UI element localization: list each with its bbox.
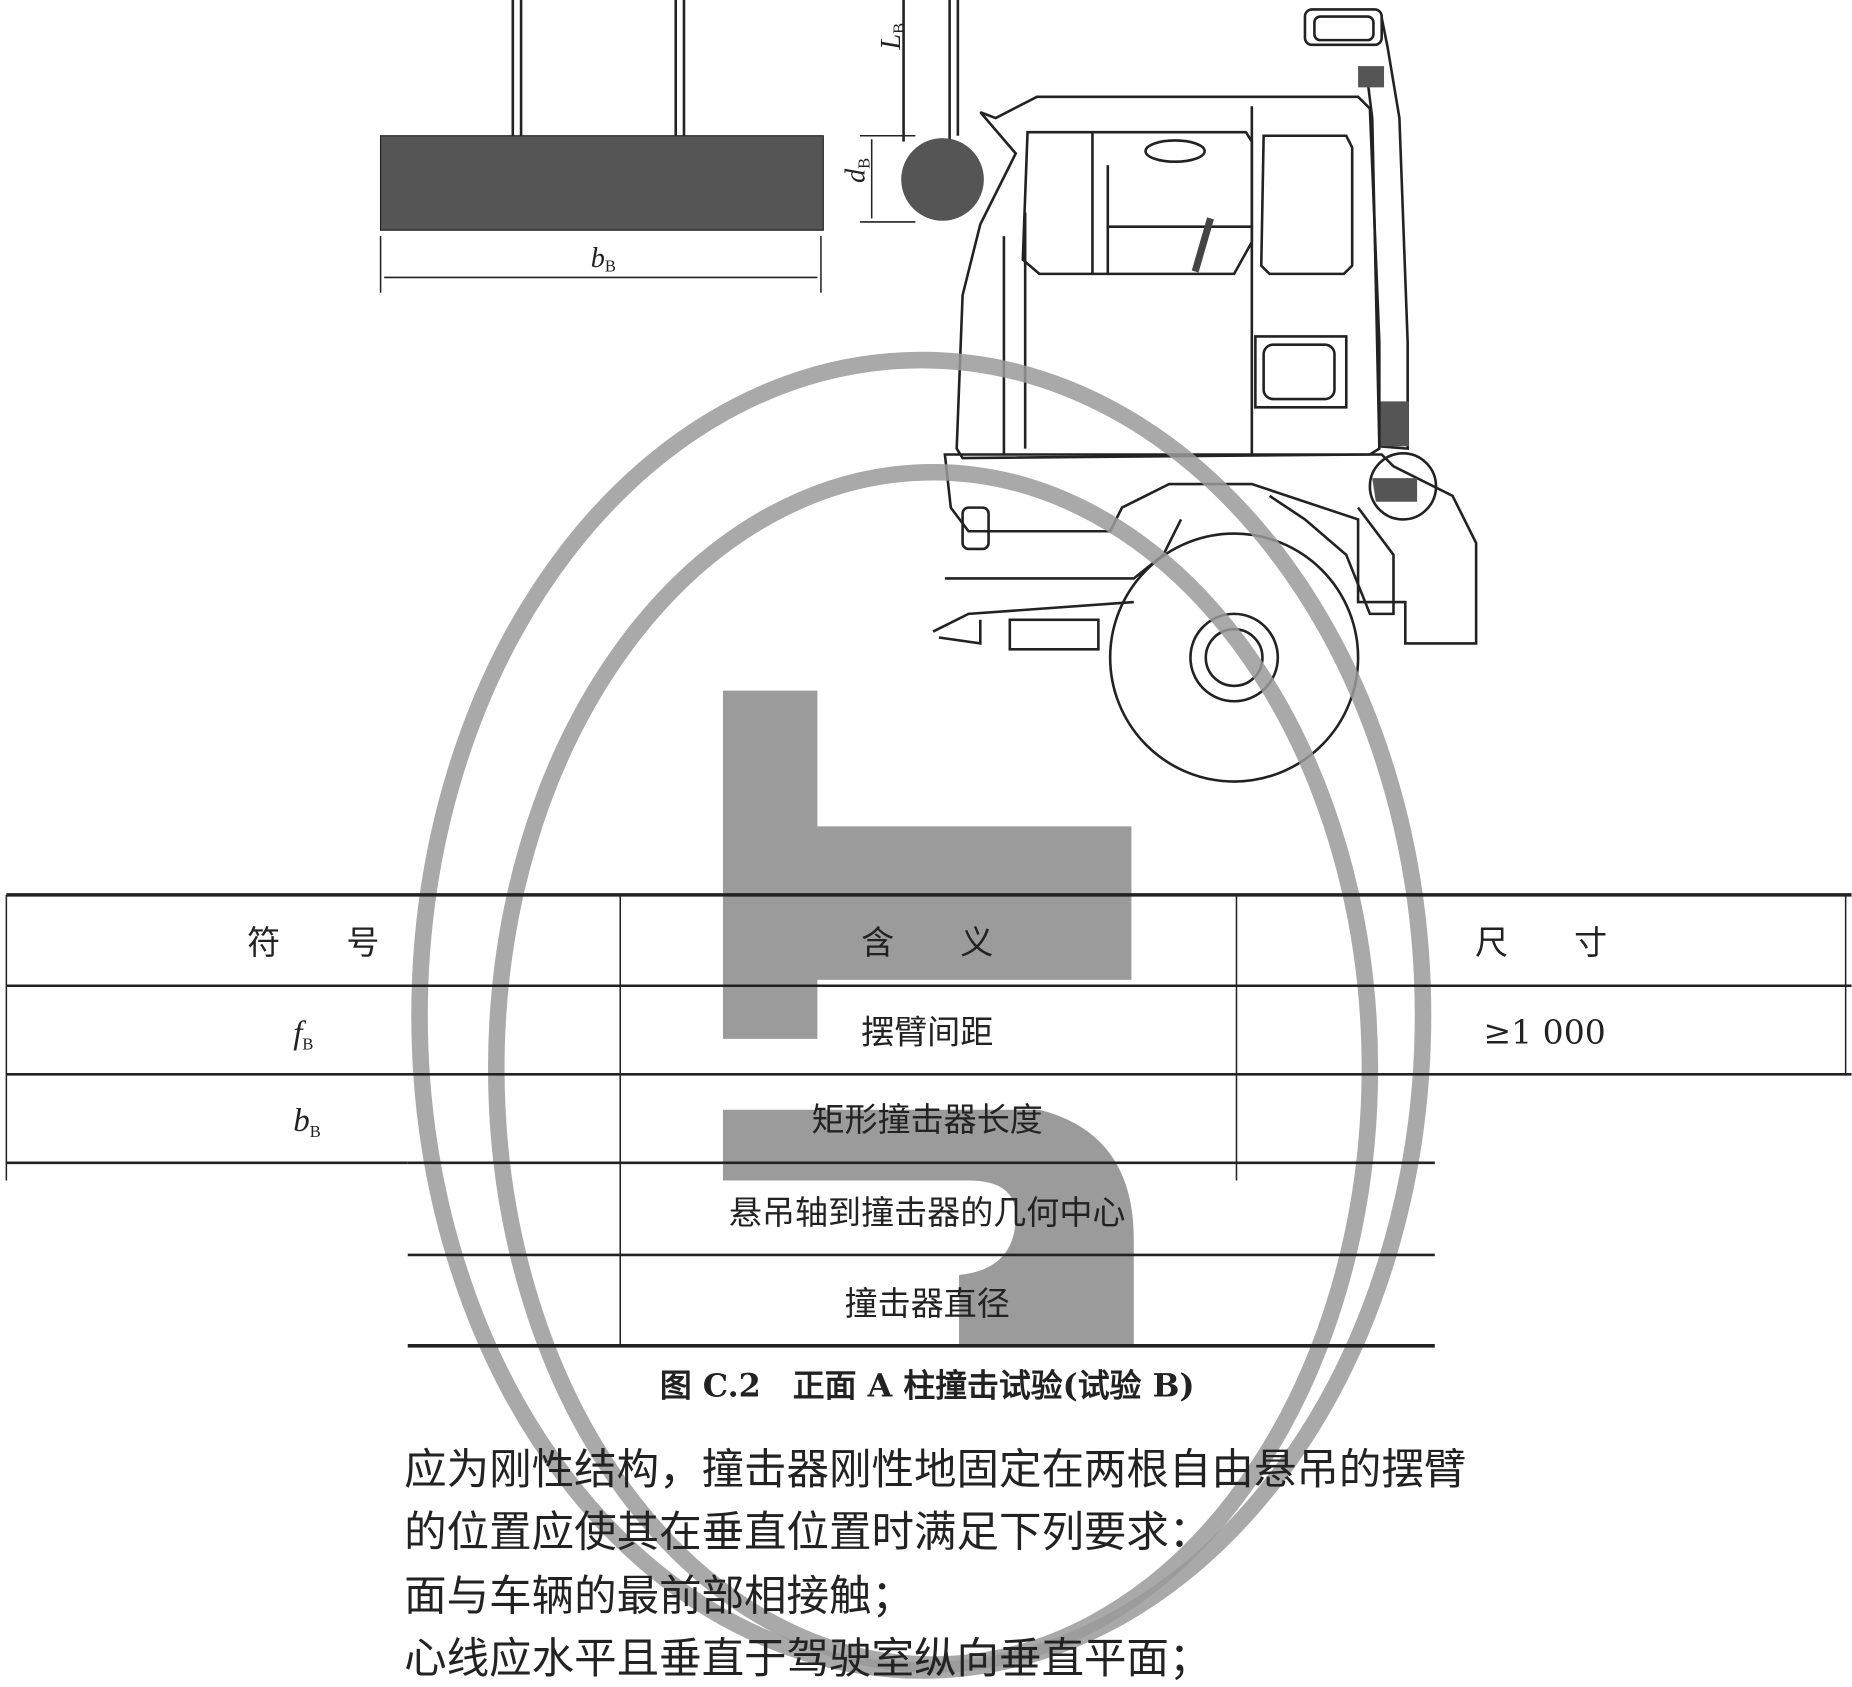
watermark-stamp (411, 351, 1432, 1679)
figure-caption: 图 C.2 正面 A 柱撞击试验(试验 B) (660, 1367, 1195, 1405)
cylindrical-impactor-diagram: dB LB (841, 0, 984, 223)
cylindrical-impactor (901, 138, 984, 221)
body-paragraph: 应为刚性结构，撞击器刚性地固定在两根自由悬吊的摆臂 的位置应使其在垂直位置时满足… (404, 1446, 1466, 1684)
row1-meaning: 摆臂间距 (861, 1013, 993, 1052)
body-line: 应为刚性结构，撞击器刚性地固定在两根自由悬吊的摆臂 (404, 1446, 1466, 1495)
body-line: 心线应水平且垂直于驾驶室纵向垂直平面； (404, 1635, 1211, 1684)
row4-meaning: 撞击器直径 (845, 1284, 1010, 1323)
header-symbol: 符 号 (247, 923, 379, 962)
row1-symbol: fB (293, 1016, 313, 1054)
header-size: 尺 寸 (1475, 923, 1607, 962)
dimension-table: 符 号 含 义 尺 寸 fB 摆臂间距 ≥1 000 bB 矩形撞击器长度 悬吊… (5, 893, 1852, 1348)
row1-size: ≥1 000 (1483, 1013, 1605, 1052)
truck-cab-drawing (932, 8, 1478, 783)
bB-label: bB (591, 243, 616, 276)
row3-meaning: 悬吊轴到撞击器的几何中心 (729, 1193, 1126, 1232)
body-line: 面与车辆的最前部相接触； (404, 1572, 914, 1621)
LB-label: LB (876, 23, 909, 51)
row2-meaning: 矩形撞击器长度 (812, 1100, 1043, 1139)
header-meaning: 含 义 (861, 923, 993, 962)
rectangular-impactor (379, 135, 824, 231)
body-line: 的位置应使其在垂直位置时满足下列要求： (404, 1509, 1211, 1558)
dB-label: dB (841, 158, 874, 183)
rectangular-impactor-diagram: bB (379, 0, 824, 293)
row2-symbol: bB (293, 1103, 321, 1141)
